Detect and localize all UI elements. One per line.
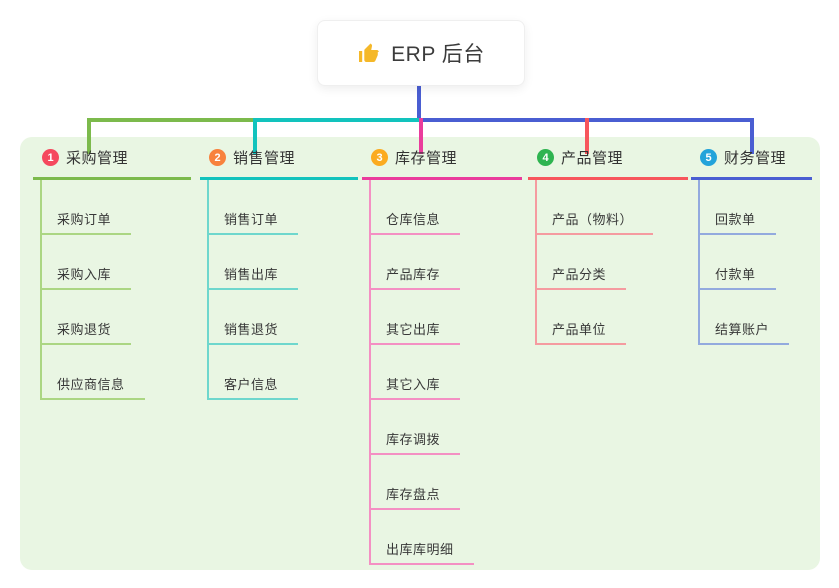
child-node[interactable]: 其它入库 xyxy=(369,374,461,400)
children-spine-line xyxy=(207,180,209,400)
child-node[interactable]: 产品单位 xyxy=(535,319,627,345)
branch-node[interactable]: 3 库存管理 xyxy=(362,147,522,180)
child-row: 其它出库 xyxy=(362,290,522,345)
root-label: ERP 后台 xyxy=(391,43,485,66)
branch-drop-line xyxy=(585,118,589,154)
branch-label: 库存管理 xyxy=(395,150,458,167)
child-row: 仓库信息 xyxy=(362,180,522,235)
child-node[interactable]: 产品（物料） xyxy=(535,209,654,235)
branch-column: 3 库存管理仓库信息产品库存其它出库其它入库库存调拨库存盘点出库库明细 xyxy=(362,147,522,565)
children-group: 仓库信息产品库存其它出库其它入库库存调拨库存盘点出库库明细 xyxy=(362,180,522,565)
branch-node[interactable]: 4 产品管理 xyxy=(528,147,688,180)
branch-drop-line xyxy=(87,118,91,154)
children-group: 产品（物料） 产品分类产品单位 xyxy=(528,180,688,345)
child-row: 采购退货 xyxy=(33,290,191,345)
branch-drop-line xyxy=(419,118,423,154)
bus-segment-left xyxy=(87,118,257,122)
child-row: 库存盘点 xyxy=(362,455,522,510)
child-node[interactable]: 销售退货 xyxy=(207,319,299,345)
child-node[interactable]: 结算账户 xyxy=(698,319,790,345)
child-node[interactable]: 客户信息 xyxy=(207,374,299,400)
child-node[interactable]: 产品分类 xyxy=(535,264,627,290)
child-node[interactable]: 销售出库 xyxy=(207,264,299,290)
child-node[interactable]: 仓库信息 xyxy=(369,209,461,235)
child-row: 客户信息 xyxy=(200,345,358,400)
root-stem-line xyxy=(417,84,421,122)
root-node[interactable]: ERP 后台 xyxy=(317,20,525,86)
child-row: 产品分类 xyxy=(528,235,688,290)
children-spine-line xyxy=(535,180,537,345)
child-node[interactable]: 其它出库 xyxy=(369,319,461,345)
branch-node[interactable]: 1 采购管理 xyxy=(33,147,191,180)
child-row: 结算账户 xyxy=(691,290,812,345)
branch-label: 产品管理 xyxy=(561,150,624,167)
children-spine-line xyxy=(40,180,42,400)
priority-badge: 4 xyxy=(537,149,554,166)
children-spine-line xyxy=(698,180,700,345)
branch-label: 采购管理 xyxy=(66,150,129,167)
thumbs-up-icon xyxy=(357,41,381,65)
child-row: 回款单 xyxy=(691,180,812,235)
priority-badge: 3 xyxy=(371,149,388,166)
priority-badge: 5 xyxy=(700,149,717,166)
branch-node[interactable]: 2 销售管理 xyxy=(200,147,358,180)
child-node[interactable]: 采购入库 xyxy=(40,264,132,290)
child-node[interactable]: 产品库存 xyxy=(369,264,461,290)
child-node[interactable]: 采购订单 xyxy=(40,209,132,235)
child-row: 其它入库 xyxy=(362,345,522,400)
child-row: 供应商信息 xyxy=(33,345,191,400)
branch-column: 2 销售管理销售订单销售出库销售退货客户信息 xyxy=(200,147,358,400)
child-node[interactable]: 出库库明细 xyxy=(369,539,474,565)
child-row: 产品（物料） xyxy=(528,180,688,235)
priority-badge: 2 xyxy=(209,149,226,166)
child-row: 产品库存 xyxy=(362,235,522,290)
child-node[interactable]: 供应商信息 xyxy=(40,374,145,400)
child-node[interactable]: 采购退货 xyxy=(40,319,132,345)
child-row: 销售订单 xyxy=(200,180,358,235)
child-node[interactable]: 库存盘点 xyxy=(369,484,461,510)
child-node[interactable]: 回款单 xyxy=(698,209,776,235)
branch-column: 5 财务管理回款单付款单结算账户 xyxy=(691,147,812,345)
children-group: 销售订单销售出库销售退货客户信息 xyxy=(200,180,358,400)
branch-drop-line xyxy=(253,118,257,154)
child-node[interactable]: 库存调拨 xyxy=(369,429,461,455)
children-group: 回款单付款单结算账户 xyxy=(691,180,812,345)
child-row: 产品单位 xyxy=(528,290,688,345)
branch-column: 1 采购管理采购订单采购入库采购退货供应商信息 xyxy=(33,147,191,400)
child-row: 库存调拨 xyxy=(362,400,522,455)
children-spine-line xyxy=(369,180,371,565)
priority-badge: 1 xyxy=(42,149,59,166)
child-row: 销售退货 xyxy=(200,290,358,345)
branches-panel xyxy=(20,137,820,570)
child-node[interactable]: 销售订单 xyxy=(207,209,299,235)
child-row: 采购入库 xyxy=(33,235,191,290)
branch-node[interactable]: 5 财务管理 xyxy=(691,147,812,180)
branch-drop-line xyxy=(750,118,754,154)
child-row: 采购订单 xyxy=(33,180,191,235)
branch-label: 财务管理 xyxy=(724,150,787,167)
child-node[interactable]: 付款单 xyxy=(698,264,776,290)
child-row: 出库库明细 xyxy=(362,510,522,565)
bus-segment-mid xyxy=(253,118,423,122)
branch-label: 销售管理 xyxy=(233,150,296,167)
child-row: 付款单 xyxy=(691,235,812,290)
children-group: 采购订单采购入库采购退货供应商信息 xyxy=(33,180,191,400)
child-row: 销售出库 xyxy=(200,235,358,290)
branch-column: 4 产品管理产品（物料） 产品分类产品单位 xyxy=(528,147,688,345)
